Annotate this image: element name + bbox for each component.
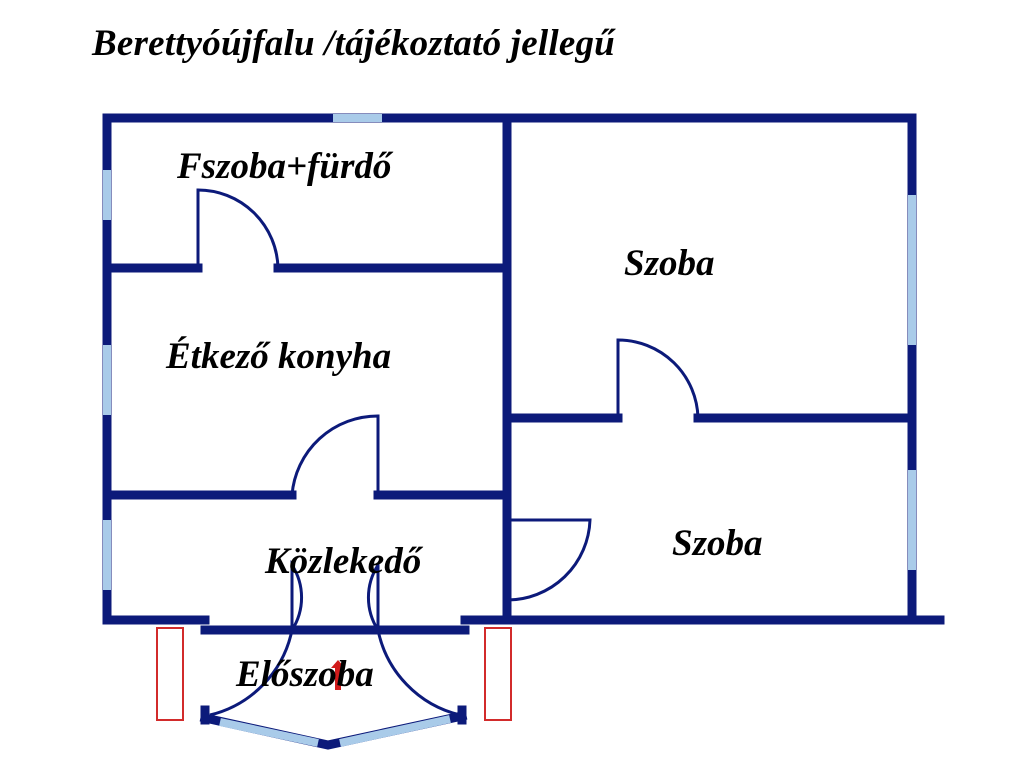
- room-labels: Fszoba+fürdő Szoba Étkező konyha Szoba K…: [165, 146, 762, 695]
- room-label-etkezo-konyha: Étkező konyha: [165, 335, 391, 377]
- railings: [156, 627, 512, 721]
- door-eloszoba-right: [367, 559, 380, 631]
- entrance-arrow-icon: [331, 660, 345, 690]
- door-szoba-bottom: [506, 518, 592, 602]
- door-entrance-left: [209, 629, 294, 717]
- door-konyha: [290, 414, 380, 496]
- door-furdo: [196, 188, 280, 269]
- entrance-bay: [199, 705, 468, 750]
- railing-left: [156, 627, 184, 721]
- room-label-szoba-bottom: Szoba: [672, 523, 762, 564]
- room-label-kozlekedo: Közlekedő: [264, 541, 424, 582]
- window-bay-left: [219, 718, 319, 747]
- plan-title: Berettyóújfalu /tájékoztató jellegű: [92, 23, 615, 64]
- room-label-fszoba-furdo: Fszoba+fürdő: [176, 146, 394, 187]
- railing-right: [484, 627, 512, 721]
- windows: [103, 114, 916, 590]
- door-eloszoba-left: [290, 559, 303, 631]
- interior-walls: [102, 113, 917, 635]
- door-szoba-top: [616, 338, 700, 419]
- room-label-szoba-top: Szoba: [624, 243, 714, 284]
- window-bay-right: [339, 715, 451, 747]
- room-label-eloszoba: Előszoba: [235, 654, 374, 695]
- door-entrance-right: [376, 629, 461, 717]
- doors: [196, 188, 700, 717]
